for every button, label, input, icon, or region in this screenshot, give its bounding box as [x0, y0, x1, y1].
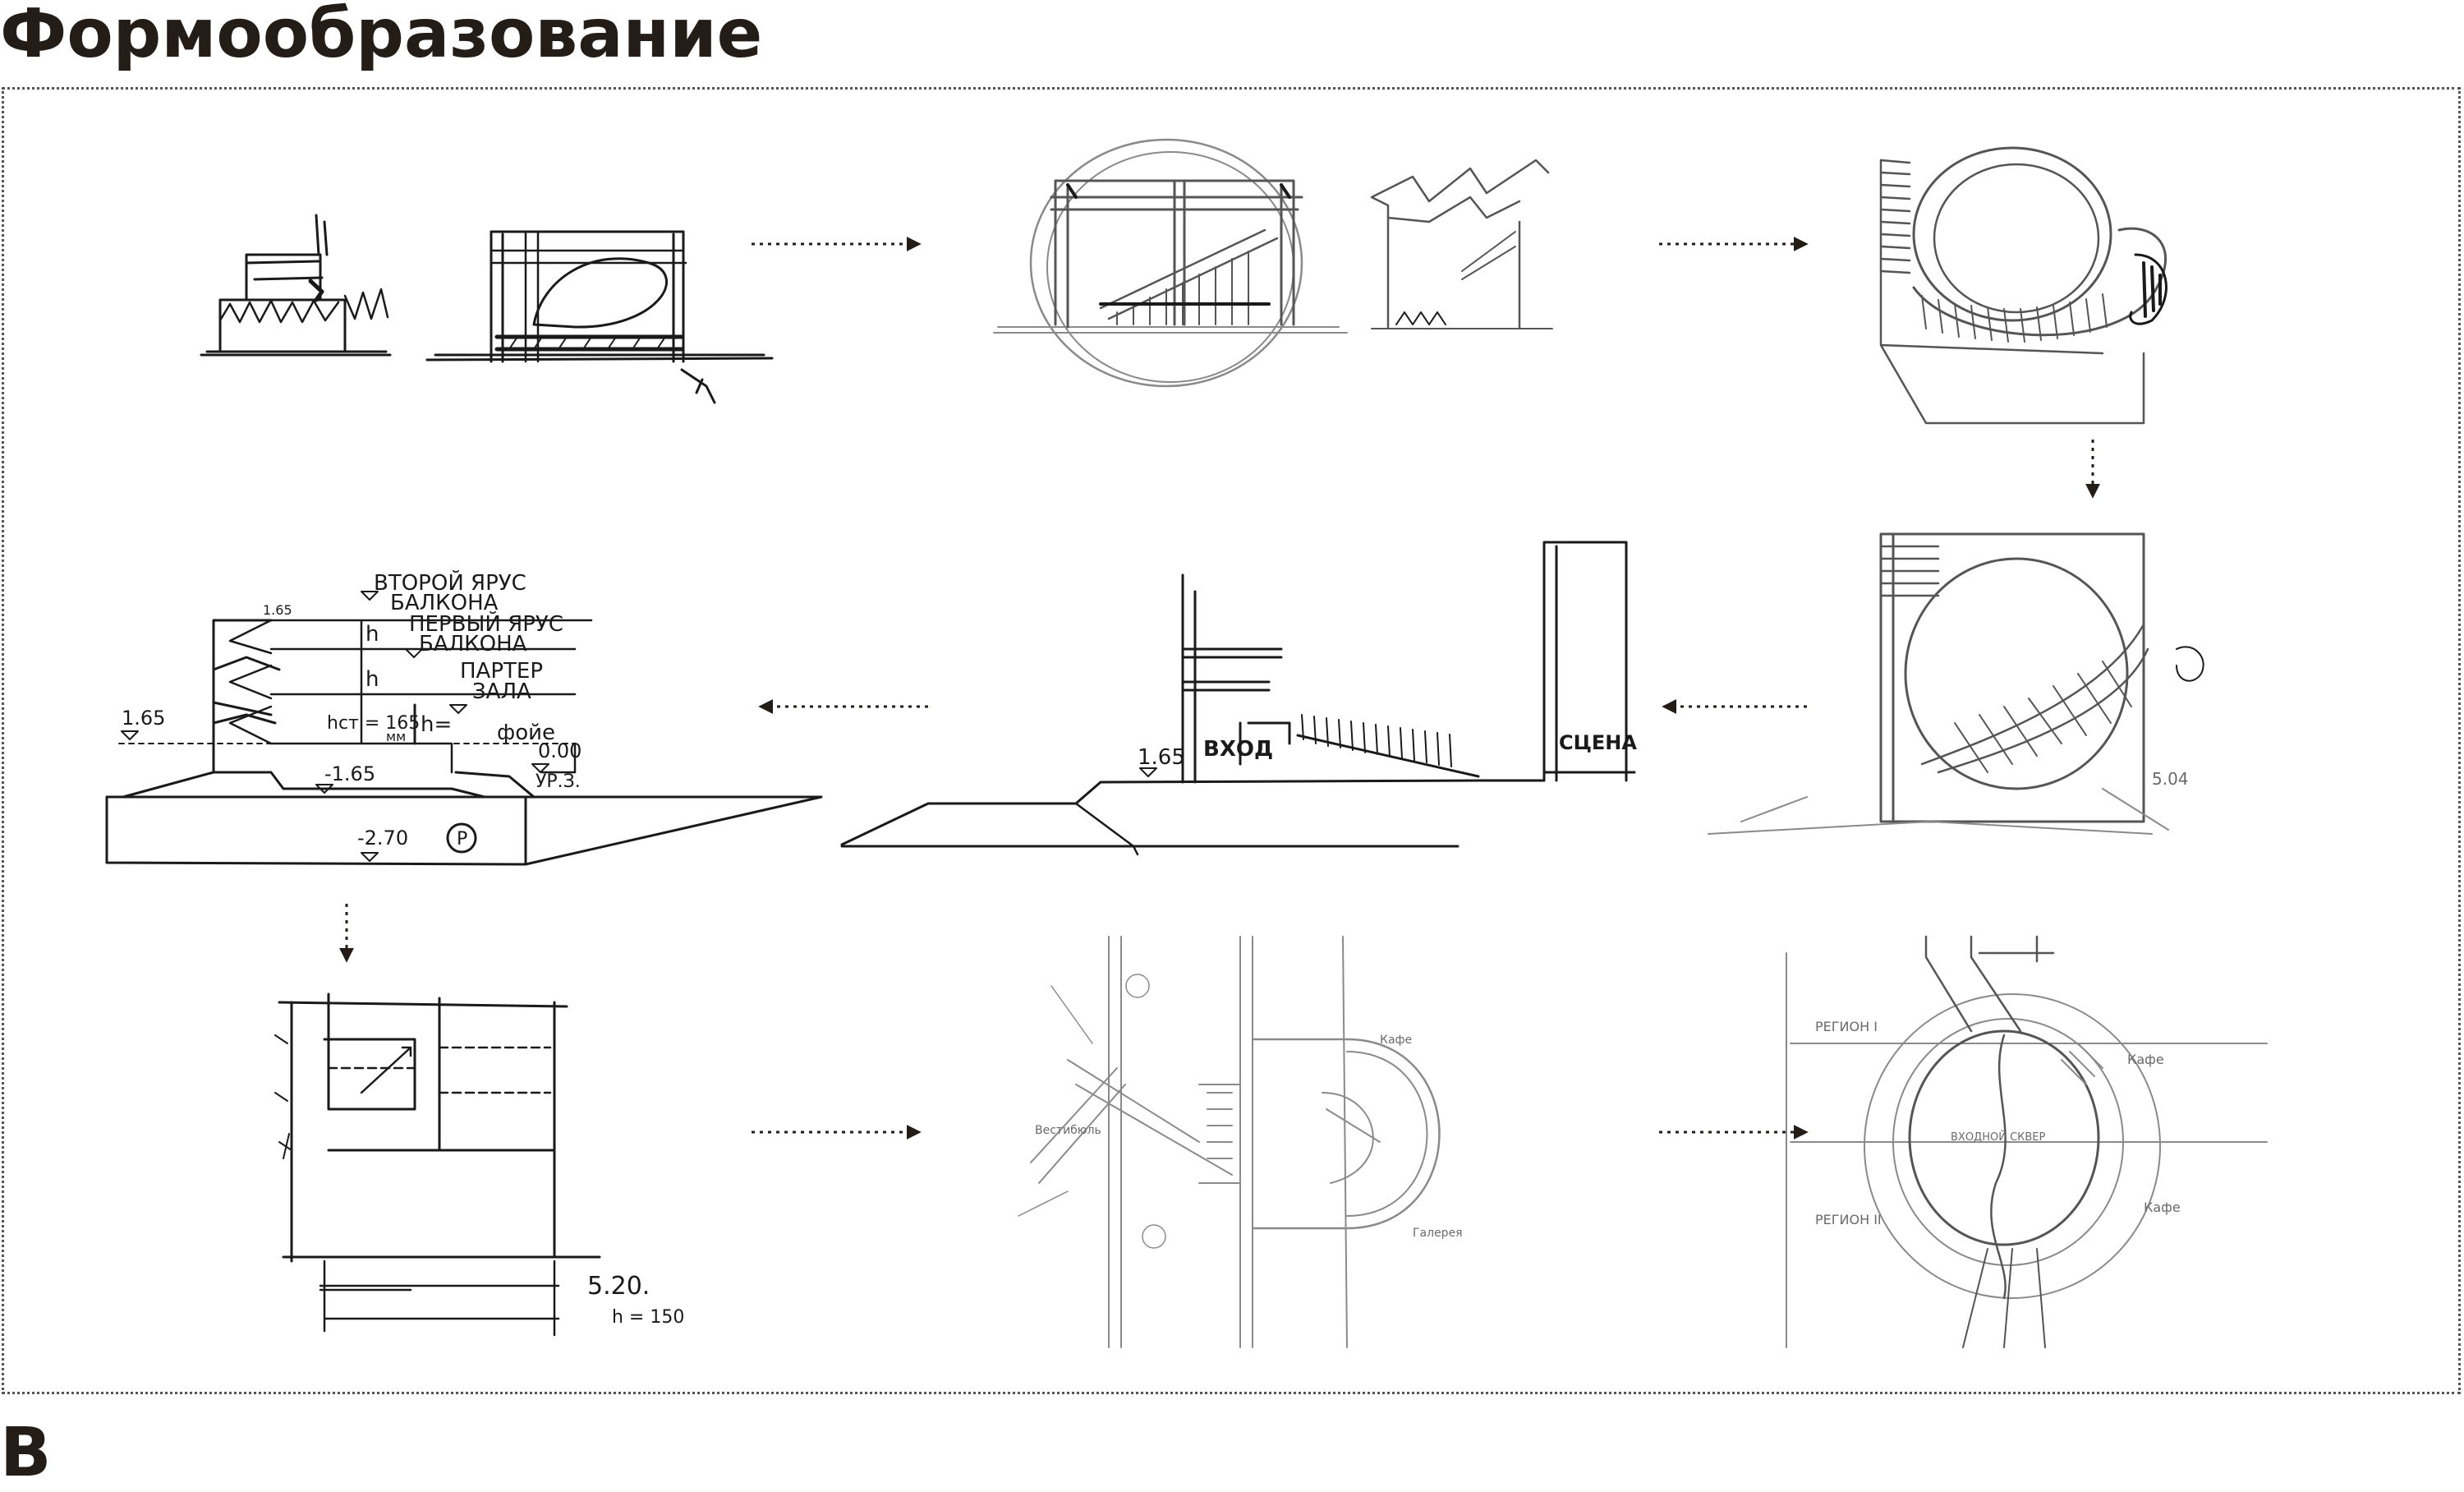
label-h165-small: 1.65: [263, 602, 292, 618]
label-h2: h: [365, 667, 379, 692]
label-foyer: фойе: [497, 721, 555, 745]
plan2-label-gallery: Галерея: [1413, 1227, 1463, 1240]
sketch-stepped-section: 1.65 ВХОД СЦЕНА: [840, 541, 1637, 856]
label-h1: h: [365, 622, 379, 647]
level-minus-2-70: -2.70: [357, 827, 408, 850]
label-balcony1: БАЛКОНА: [390, 591, 499, 615]
sketch-section-dome: [425, 230, 774, 404]
sketch-board: P ВТОРОЙ ЯРУС БАЛКОНА ПЕРВЫЙ ЯРУС БАЛКОН…: [105, 138, 2268, 1348]
sketch-spiral-massing: [1879, 146, 2167, 425]
plan3-label-cafe2: Кафе: [2144, 1200, 2181, 1215]
sketch-note: 5.04: [2152, 769, 2189, 789]
page-title: Формообразование: [0, 0, 763, 73]
sketch-plan-grid: 5.20. h = 150: [274, 992, 684, 1337]
sketch-massing-small: [200, 214, 392, 357]
level-1-65: 1.65: [122, 707, 165, 730]
label-mm: мм: [386, 729, 406, 744]
parking-marker: P: [457, 829, 467, 850]
plan-dimension: 5.20.: [587, 1272, 650, 1301]
plan3-label-region2: РЕГИОН II: [1815, 1212, 1882, 1227]
label-stage: СЦЕНА: [1559, 731, 1637, 754]
label-ur3: УР.З.: [536, 771, 581, 792]
sketch-board-frame: [2, 87, 2461, 1394]
plan3-label-cafe1: Кафе: [2127, 1052, 2164, 1067]
level-0-00: 0.00: [538, 739, 582, 762]
sketch-plan-semicircle: Вестибюль Кафе Галерея: [1018, 936, 1463, 1348]
label-tier2: ВТОРОЙ ЯРУС: [374, 569, 526, 596]
plan3-label-region1: РЕГИОН I: [1815, 1019, 1878, 1034]
label-entrance: ВХОД: [1203, 737, 1273, 762]
plan2-label-cafe: Кафе: [1380, 1034, 1412, 1047]
sketch-shaded-spiral: 5.04: [1708, 532, 2204, 835]
label-parterre: ПАРТЕР: [460, 659, 543, 684]
plan3-label-center: ВХОДНОЙ СКВЕР: [1951, 1131, 2046, 1144]
sketch-plan-circle: РЕГИОН I РЕГИОН II Кафе Кафе ВХОДНОЙ СКВ…: [1786, 935, 2268, 1348]
label-h-eq: h=: [421, 712, 452, 737]
label-balcony2: БАЛКОНА: [419, 632, 527, 656]
sketch-labelled-section: P ВТОРОЙ ЯРУС БАЛКОНА ПЕРВЫЙ ЯРУС БАЛКОН…: [105, 569, 823, 866]
sketch-zigzag-house: [1370, 159, 1553, 329]
sketch-circle-section: [993, 138, 1348, 388]
label-tier1: ПЕРВЫЙ ЯРУС: [409, 610, 563, 637]
level-minus-1-65: -1.65: [324, 762, 375, 785]
label-hcm: hст = 165: [327, 713, 420, 734]
plan-height: h = 150: [612, 1307, 684, 1328]
level-1-65-b: 1.65: [1138, 745, 1185, 770]
plan2-label-lobby: Вестибюль: [1035, 1124, 1101, 1137]
label-hall: ЗАЛА: [472, 679, 531, 704]
